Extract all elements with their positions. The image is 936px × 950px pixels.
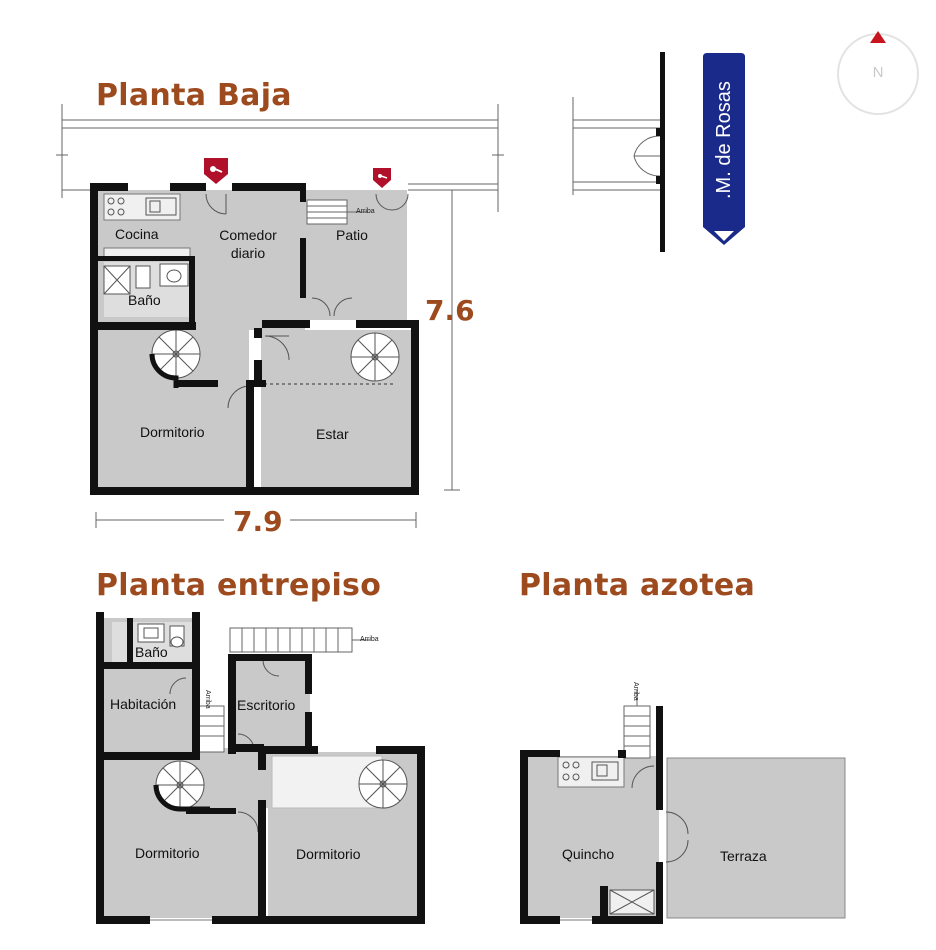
stair-label-pb: Arriba (356, 208, 375, 215)
planta-azotea-heading: Planta azotea (519, 568, 756, 603)
room-comedor-label-2: diario (231, 245, 265, 261)
planta-baja-walls (90, 183, 419, 495)
street-wall (660, 52, 665, 252)
planta-baja-heading: Planta Baja (96, 78, 292, 113)
room-comedor-label: Comedor (219, 227, 277, 243)
site-context (56, 104, 504, 528)
street-sign (703, 53, 745, 245)
azotea-walls (520, 706, 663, 924)
room-dormitorio-label: Dormitorio (140, 424, 205, 440)
dimension-width-label: 7.9 (233, 505, 283, 538)
room-bano-label: Baño (128, 292, 161, 308)
stair-label-ep: Arriba (360, 636, 379, 643)
room-cocina-label: Cocina (115, 226, 159, 242)
street-detail (572, 97, 661, 195)
dimension-height-label: 7.6 (425, 294, 475, 327)
key-icon (204, 158, 228, 184)
street-arrow-icon (714, 231, 734, 241)
room-entrepiso-bano-label: Baño (135, 644, 168, 660)
room-habitacion-label: Habitación (110, 696, 176, 712)
room-dormitorio-left-label: Dormitorio (135, 845, 200, 861)
room-estar-label: Estar (316, 426, 349, 442)
planta-entrepiso-heading: Planta entrepiso (96, 568, 382, 603)
entrepiso-walls (96, 612, 425, 924)
room-terraza-label: Terraza (720, 848, 767, 864)
stair-label-az: Arriba (632, 682, 639, 701)
room-quincho-label: Quincho (562, 846, 614, 862)
compass-north-label: N (872, 64, 884, 81)
stair-label-ep-2: Arriba (204, 690, 211, 709)
azotea-floors (527, 756, 846, 919)
room-patio-label: Patio (336, 227, 368, 243)
room-escritorio-label: Escritorio (237, 697, 296, 713)
room-dormitorio-right-label: Dormitorio (296, 846, 361, 862)
key-icon (373, 168, 391, 188)
